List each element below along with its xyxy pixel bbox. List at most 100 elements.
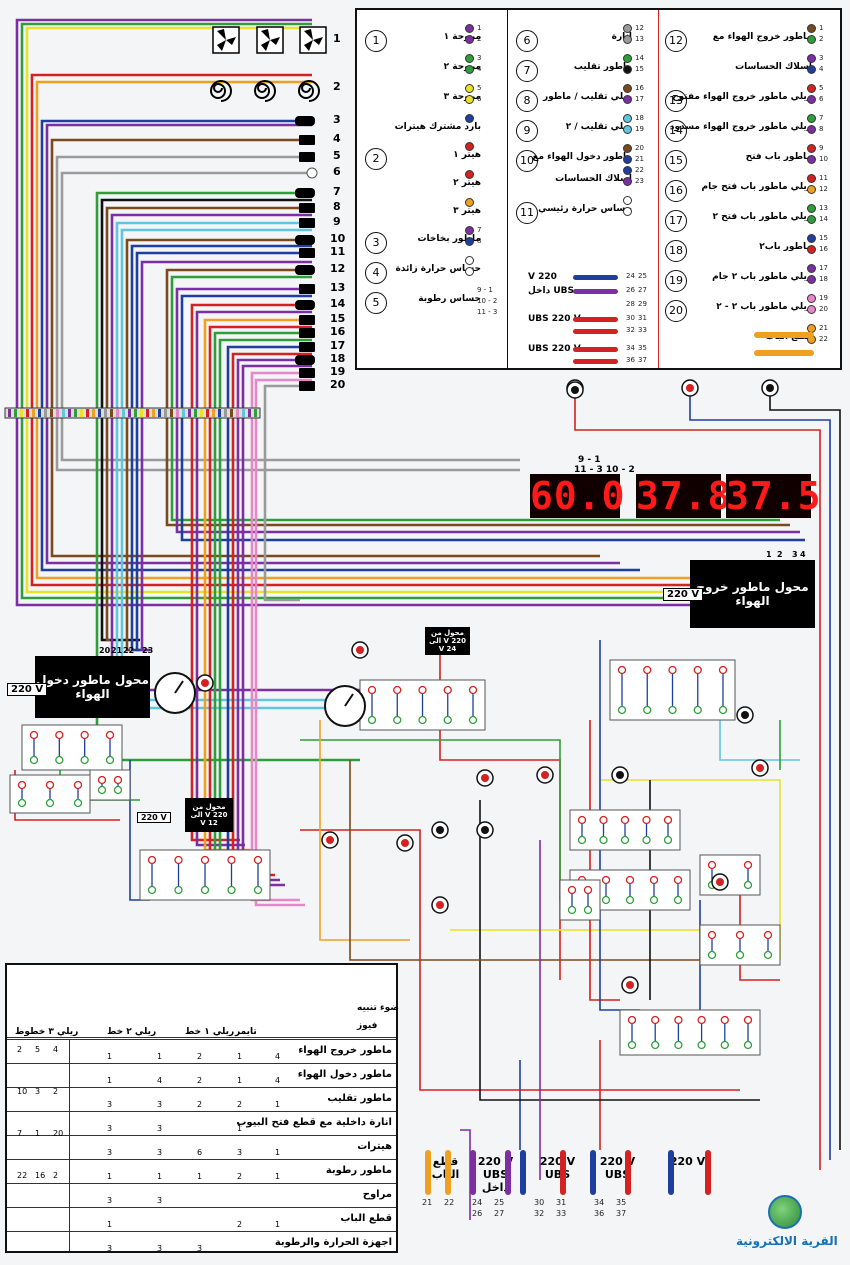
- bus-terminal: [122, 409, 125, 417]
- component-number: 4: [333, 132, 341, 145]
- key-left-count: 20: [53, 1129, 64, 1138]
- bus-terminal: [200, 409, 203, 417]
- relay-pin: [55, 755, 64, 765]
- power-lead: [470, 1150, 476, 1195]
- key-row-count: 3: [107, 1244, 113, 1253]
- bus-terminal: [212, 409, 215, 417]
- legend-label: اسلاك الحساسات: [735, 62, 812, 72]
- key-row-count: 6: [197, 1148, 203, 1157]
- legend-wire-number: 3: [477, 54, 482, 62]
- motor-icon: [295, 116, 315, 126]
- relay-pin: [97, 785, 107, 795]
- relay-pin: [80, 730, 89, 740]
- lamp-core: [626, 981, 634, 989]
- legend-wire-number: 8: [477, 237, 482, 245]
- bus-terminal: [8, 409, 11, 417]
- circuit-wire: [349, 760, 700, 961]
- legend-group-number: 9: [516, 120, 538, 142]
- legend-wire-dot: [623, 54, 632, 63]
- legend-wire-dot: [465, 237, 474, 246]
- legend-power-label: UBS 220 V: [528, 314, 581, 324]
- key-row-count: 3: [107, 1148, 113, 1157]
- legend-power-number: 28: [626, 300, 635, 308]
- power-terminal-number: 27: [494, 1209, 505, 1218]
- relay-pin: [735, 930, 745, 940]
- component-number: 11: [330, 245, 346, 258]
- relay-pin: [367, 685, 377, 695]
- relay-body: [89, 769, 131, 801]
- legend-wire-dot: [623, 84, 632, 93]
- legend-wire-number: 18: [819, 275, 828, 283]
- circuit-wire: [769, 395, 841, 1150]
- power-terminal-label: 220 V UBS: [599, 1155, 636, 1181]
- relay-pin: [174, 885, 183, 895]
- temperature-display: 60.0: [530, 474, 626, 518]
- relay-pin: [583, 905, 593, 915]
- relay-pin: [567, 905, 577, 915]
- wire: [226, 345, 312, 872]
- legend-wire-dot: [807, 275, 816, 284]
- warning-lamp-icon: [351, 641, 369, 659]
- key-row-name: ماطور خروج الهواء: [298, 1045, 392, 1056]
- legend-wire-dot: [807, 245, 816, 254]
- relay-module: [139, 849, 271, 901]
- relay-pin: [577, 835, 587, 845]
- legend-label: ماطور بخاخات: [417, 234, 481, 244]
- power-terminal-number: 26: [472, 1209, 483, 1218]
- legend-wire-dot: [807, 174, 816, 183]
- relay-icon: [299, 315, 315, 325]
- relay-pin: [147, 885, 157, 895]
- legend-group-number: 7: [516, 60, 538, 82]
- bus-terminal: [224, 409, 227, 417]
- legend-wire-number: 23: [635, 177, 644, 185]
- key-row-count: 1: [157, 1052, 163, 1061]
- legend-wire-number: 10 - 2: [477, 297, 498, 305]
- relay-pin: [693, 665, 702, 675]
- bus-terminal: [134, 409, 137, 417]
- relay-pin: [227, 855, 236, 865]
- legend-wire-number: 9 - 1: [477, 286, 493, 294]
- relay-pin: [643, 665, 652, 675]
- motor-icon: [295, 235, 315, 245]
- relay-pin: [113, 775, 123, 785]
- intake-tag-23: 23: [142, 646, 154, 655]
- relay-pin: [393, 685, 402, 695]
- relay-pin: [113, 785, 123, 795]
- legend-group-number: 13: [665, 90, 687, 112]
- key-row-count: 1: [275, 1172, 281, 1181]
- bus-terminal: [140, 409, 143, 417]
- legend-label: ماطور تقليب: [573, 62, 632, 72]
- power-terminal-label: 220 V UBS داخل: [477, 1155, 514, 1194]
- lamp-core: [716, 878, 724, 886]
- key-row-count: 2: [197, 1076, 203, 1085]
- power-terminal-number: 24: [472, 1198, 483, 1207]
- bus-terminal: [32, 409, 35, 417]
- legend-wire-dot: [623, 125, 632, 134]
- legend-wire-dot: [623, 207, 632, 216]
- key-row-count: 4: [275, 1076, 281, 1085]
- lamp-core: [686, 384, 694, 392]
- sensor-icon: [299, 284, 315, 294]
- warning-lamp-icon: [476, 821, 494, 839]
- circuit-wire: [600, 779, 781, 960]
- relay-module: [559, 879, 601, 921]
- relay-pin: [599, 815, 608, 825]
- bus-terminal: [80, 409, 83, 417]
- legend-wire-dot: [623, 95, 632, 104]
- legend-wire-number: 17: [819, 264, 828, 272]
- legend-wire-number: 14: [819, 215, 828, 223]
- lamp-core: [571, 386, 579, 394]
- key-left-count: 3: [35, 1087, 41, 1096]
- bus-terminal: [98, 409, 101, 417]
- relay-pin: [668, 665, 677, 675]
- lamp-core: [436, 826, 444, 834]
- relay-pin: [73, 798, 83, 808]
- relay-pin: [468, 715, 478, 725]
- component-number: 20: [330, 378, 346, 391]
- legend-wire-dot: [807, 125, 816, 134]
